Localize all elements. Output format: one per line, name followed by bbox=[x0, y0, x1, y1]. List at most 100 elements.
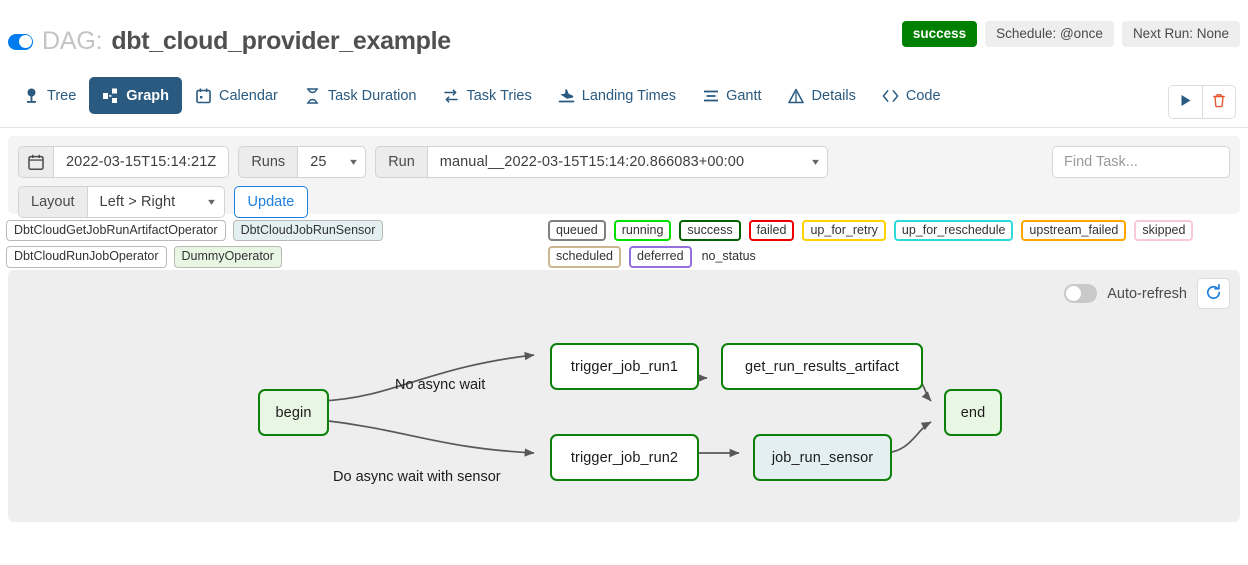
run-select-value: manual__2022-03-15T15:14:20.866083+00:00 bbox=[439, 154, 745, 170]
legend-state-up-for-reschedule: up_for_reschedule bbox=[893, 220, 1014, 242]
details-icon bbox=[788, 87, 805, 104]
tab-gantt-label: Gantt bbox=[726, 87, 762, 104]
tab-details-label: Details bbox=[811, 87, 856, 104]
dag-run-controls: 2022-03-15T15:14:21Z Runs 25 ▾ Run manua… bbox=[8, 136, 1240, 218]
layout-select[interactable]: Left > Right ▾ bbox=[87, 186, 225, 218]
retry-icon bbox=[442, 87, 459, 104]
next-run-badge: Next Run: None bbox=[1121, 21, 1240, 47]
graph-node-label: job_run_sensor bbox=[771, 449, 874, 466]
legend-operators: DbtCloudGetJobRunArtifactOperator DbtClo… bbox=[6, 220, 546, 268]
dag-name-label: dbt_cloud_provider_example bbox=[111, 27, 451, 55]
legend-state-up-for-retry: up_for_retry bbox=[802, 220, 886, 242]
graph-icon bbox=[102, 87, 119, 104]
find-task-input[interactable] bbox=[1052, 146, 1230, 178]
calendar-icon bbox=[195, 87, 212, 104]
layout-select-value: Left > Right bbox=[99, 194, 176, 210]
tab-code[interactable]: Code bbox=[869, 77, 954, 114]
dag-title: DAG: dbt_cloud_provider_example bbox=[8, 27, 451, 56]
legend-operator-chip: DummyOperator bbox=[173, 246, 282, 268]
tab-calendar[interactable]: Calendar bbox=[182, 77, 291, 114]
dag-status-badge: success bbox=[901, 21, 978, 47]
legend-operator-chip: DbtCloudJobRunSensor bbox=[232, 220, 384, 242]
legend-operator-chip: DbtCloudGetJobRunArtifactOperator bbox=[6, 220, 226, 242]
graph-edges bbox=[320, 351, 932, 458]
calendar-picker-button[interactable] bbox=[18, 146, 54, 178]
run-group: Run manual__2022-03-15T15:14:20.866083+0… bbox=[375, 146, 828, 178]
code-icon bbox=[882, 87, 899, 104]
update-button[interactable]: Update bbox=[233, 186, 309, 218]
legend-state-no-status: no_status bbox=[701, 249, 756, 264]
graph-node-trigger-job-run1[interactable]: trigger_job_run1 bbox=[550, 343, 699, 390]
graph-toolbar: Auto-refresh bbox=[1064, 278, 1230, 309]
graph-node-trigger-job-run2[interactable]: trigger_job_run2 bbox=[550, 434, 699, 481]
tab-details[interactable]: Details bbox=[775, 77, 869, 114]
run-select[interactable]: manual__2022-03-15T15:14:20.866083+00:00… bbox=[427, 146, 828, 178]
delete-dag-button[interactable] bbox=[1202, 86, 1235, 118]
legend-state-scheduled: scheduled bbox=[548, 246, 621, 268]
chevron-down-icon: ▾ bbox=[811, 156, 819, 168]
tab-landing-times[interactable]: Landing Times bbox=[545, 77, 689, 114]
base-date-input[interactable]: 2022-03-15T15:14:21Z bbox=[54, 146, 230, 178]
tab-task-tries-label: Task Tries bbox=[466, 87, 532, 104]
tab-task-tries[interactable]: Task Tries bbox=[429, 77, 544, 114]
header-badges: success Schedule: @once Next Run: None bbox=[901, 21, 1240, 47]
legend-state-skipped: skipped bbox=[1134, 220, 1194, 242]
base-date-group: 2022-03-15T15:14:21Z bbox=[18, 146, 230, 178]
runs-select[interactable]: 25 ▾ bbox=[298, 146, 367, 178]
landing-icon bbox=[558, 87, 575, 104]
legend-state-deferred: deferred bbox=[629, 246, 692, 268]
chevron-down-icon: ▾ bbox=[208, 196, 216, 208]
graph-node-job-run-sensor[interactable]: job_run_sensor bbox=[753, 434, 892, 481]
auto-refresh-toggle[interactable] bbox=[1064, 284, 1098, 303]
tab-tree[interactable]: Tree bbox=[10, 77, 89, 114]
play-icon bbox=[1180, 94, 1192, 110]
legend-state-success: success bbox=[679, 220, 741, 242]
dag-pause-toggle[interactable] bbox=[8, 33, 33, 50]
refresh-button[interactable] bbox=[1197, 278, 1230, 309]
graph-node-begin[interactable]: begin bbox=[258, 389, 329, 436]
trigger-dag-button[interactable] bbox=[1169, 86, 1202, 118]
graph-node-label: trigger_job_run1 bbox=[570, 358, 679, 375]
page-header: DAG: dbt_cloud_provider_example success … bbox=[0, 0, 1248, 70]
tab-landing-times-label: Landing Times bbox=[581, 87, 677, 104]
dag-action-buttons bbox=[1168, 85, 1236, 119]
tab-task-duration[interactable]: Task Duration bbox=[291, 77, 430, 114]
dag-nav-tabs: Tree Graph Calendar Task Duration Task T… bbox=[0, 70, 1248, 128]
refresh-icon bbox=[1205, 283, 1222, 304]
graph-node-end[interactable]: end bbox=[944, 389, 1002, 436]
tab-gantt[interactable]: Gantt bbox=[689, 77, 774, 114]
graph-node-get-run-results-artifact[interactable]: get_run_results_artifact bbox=[721, 343, 923, 390]
hourglass-icon bbox=[304, 87, 321, 104]
edge-label-no-async-wait: No async wait bbox=[395, 377, 486, 393]
gantt-icon bbox=[702, 87, 719, 104]
legend-state-upstream-failed: upstream_failed bbox=[1021, 220, 1127, 242]
graph-node-label: get_run_results_artifact bbox=[745, 358, 899, 375]
run-label: Run bbox=[375, 146, 428, 178]
tab-tree-label: Tree bbox=[47, 87, 77, 104]
tree-icon bbox=[23, 87, 40, 104]
chevron-down-icon: ▾ bbox=[350, 156, 358, 168]
trash-icon bbox=[1212, 93, 1226, 111]
legend-states: queued running success failed up_for_ret… bbox=[548, 220, 1248, 268]
schedule-badge[interactable]: Schedule: @once bbox=[985, 21, 1114, 47]
dag-graph-panel: Auto-refresh begin trigger_job_run1 get_… bbox=[8, 270, 1240, 522]
dag-prefix-label: DAG: bbox=[42, 27, 103, 55]
tab-graph-label: Graph bbox=[126, 87, 169, 104]
tab-calendar-label: Calendar bbox=[218, 87, 278, 104]
tab-task-duration-label: Task Duration bbox=[327, 87, 417, 104]
legend-state-running: running bbox=[613, 220, 672, 242]
runs-label: Runs bbox=[238, 146, 299, 178]
runs-group: Runs 25 ▾ bbox=[238, 146, 367, 178]
graph-node-label: trigger_job_run2 bbox=[570, 449, 679, 466]
auto-refresh-label: Auto-refresh bbox=[1107, 285, 1187, 302]
tab-code-label: Code bbox=[905, 87, 941, 104]
legend-state-failed: failed bbox=[748, 220, 795, 242]
layout-label: Layout bbox=[18, 186, 88, 218]
runs-select-value: 25 bbox=[310, 154, 327, 170]
legend-state-queued: queued bbox=[548, 220, 606, 242]
graph-node-label: end bbox=[960, 404, 986, 421]
graph-legend: DbtCloudGetJobRunArtifactOperator DbtClo… bbox=[0, 214, 1248, 268]
legend-operator-chip: DbtCloudRunJobOperator bbox=[6, 246, 167, 268]
edge-label-do-async-wait: Do async wait with sensor bbox=[333, 469, 501, 485]
tab-graph[interactable]: Graph bbox=[89, 77, 182, 114]
